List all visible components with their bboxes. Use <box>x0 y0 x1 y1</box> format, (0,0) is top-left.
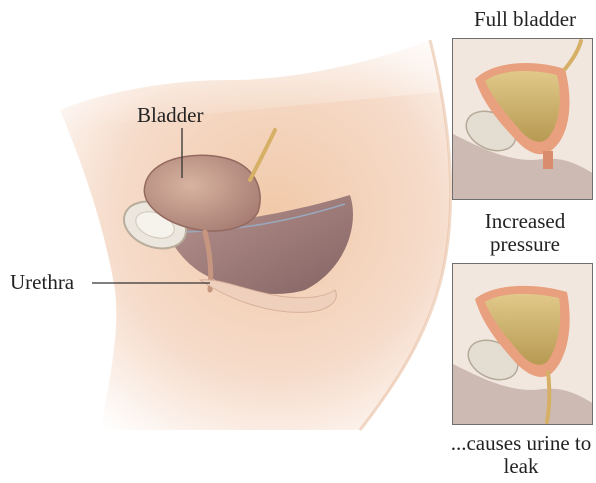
increased-pressure-label: Increased pressure <box>456 210 594 256</box>
full-bladder-panel <box>452 38 593 200</box>
urethra-label: Urethra <box>10 271 74 294</box>
pressure-illustration <box>453 264 593 425</box>
full-bladder-label: Full bladder <box>456 8 594 31</box>
pressure-panel <box>452 263 593 425</box>
full-bladder-illustration <box>453 39 593 200</box>
bladder-label: Bladder <box>137 104 203 127</box>
causes-leak-label: ...causes urine to leak <box>446 432 596 478</box>
